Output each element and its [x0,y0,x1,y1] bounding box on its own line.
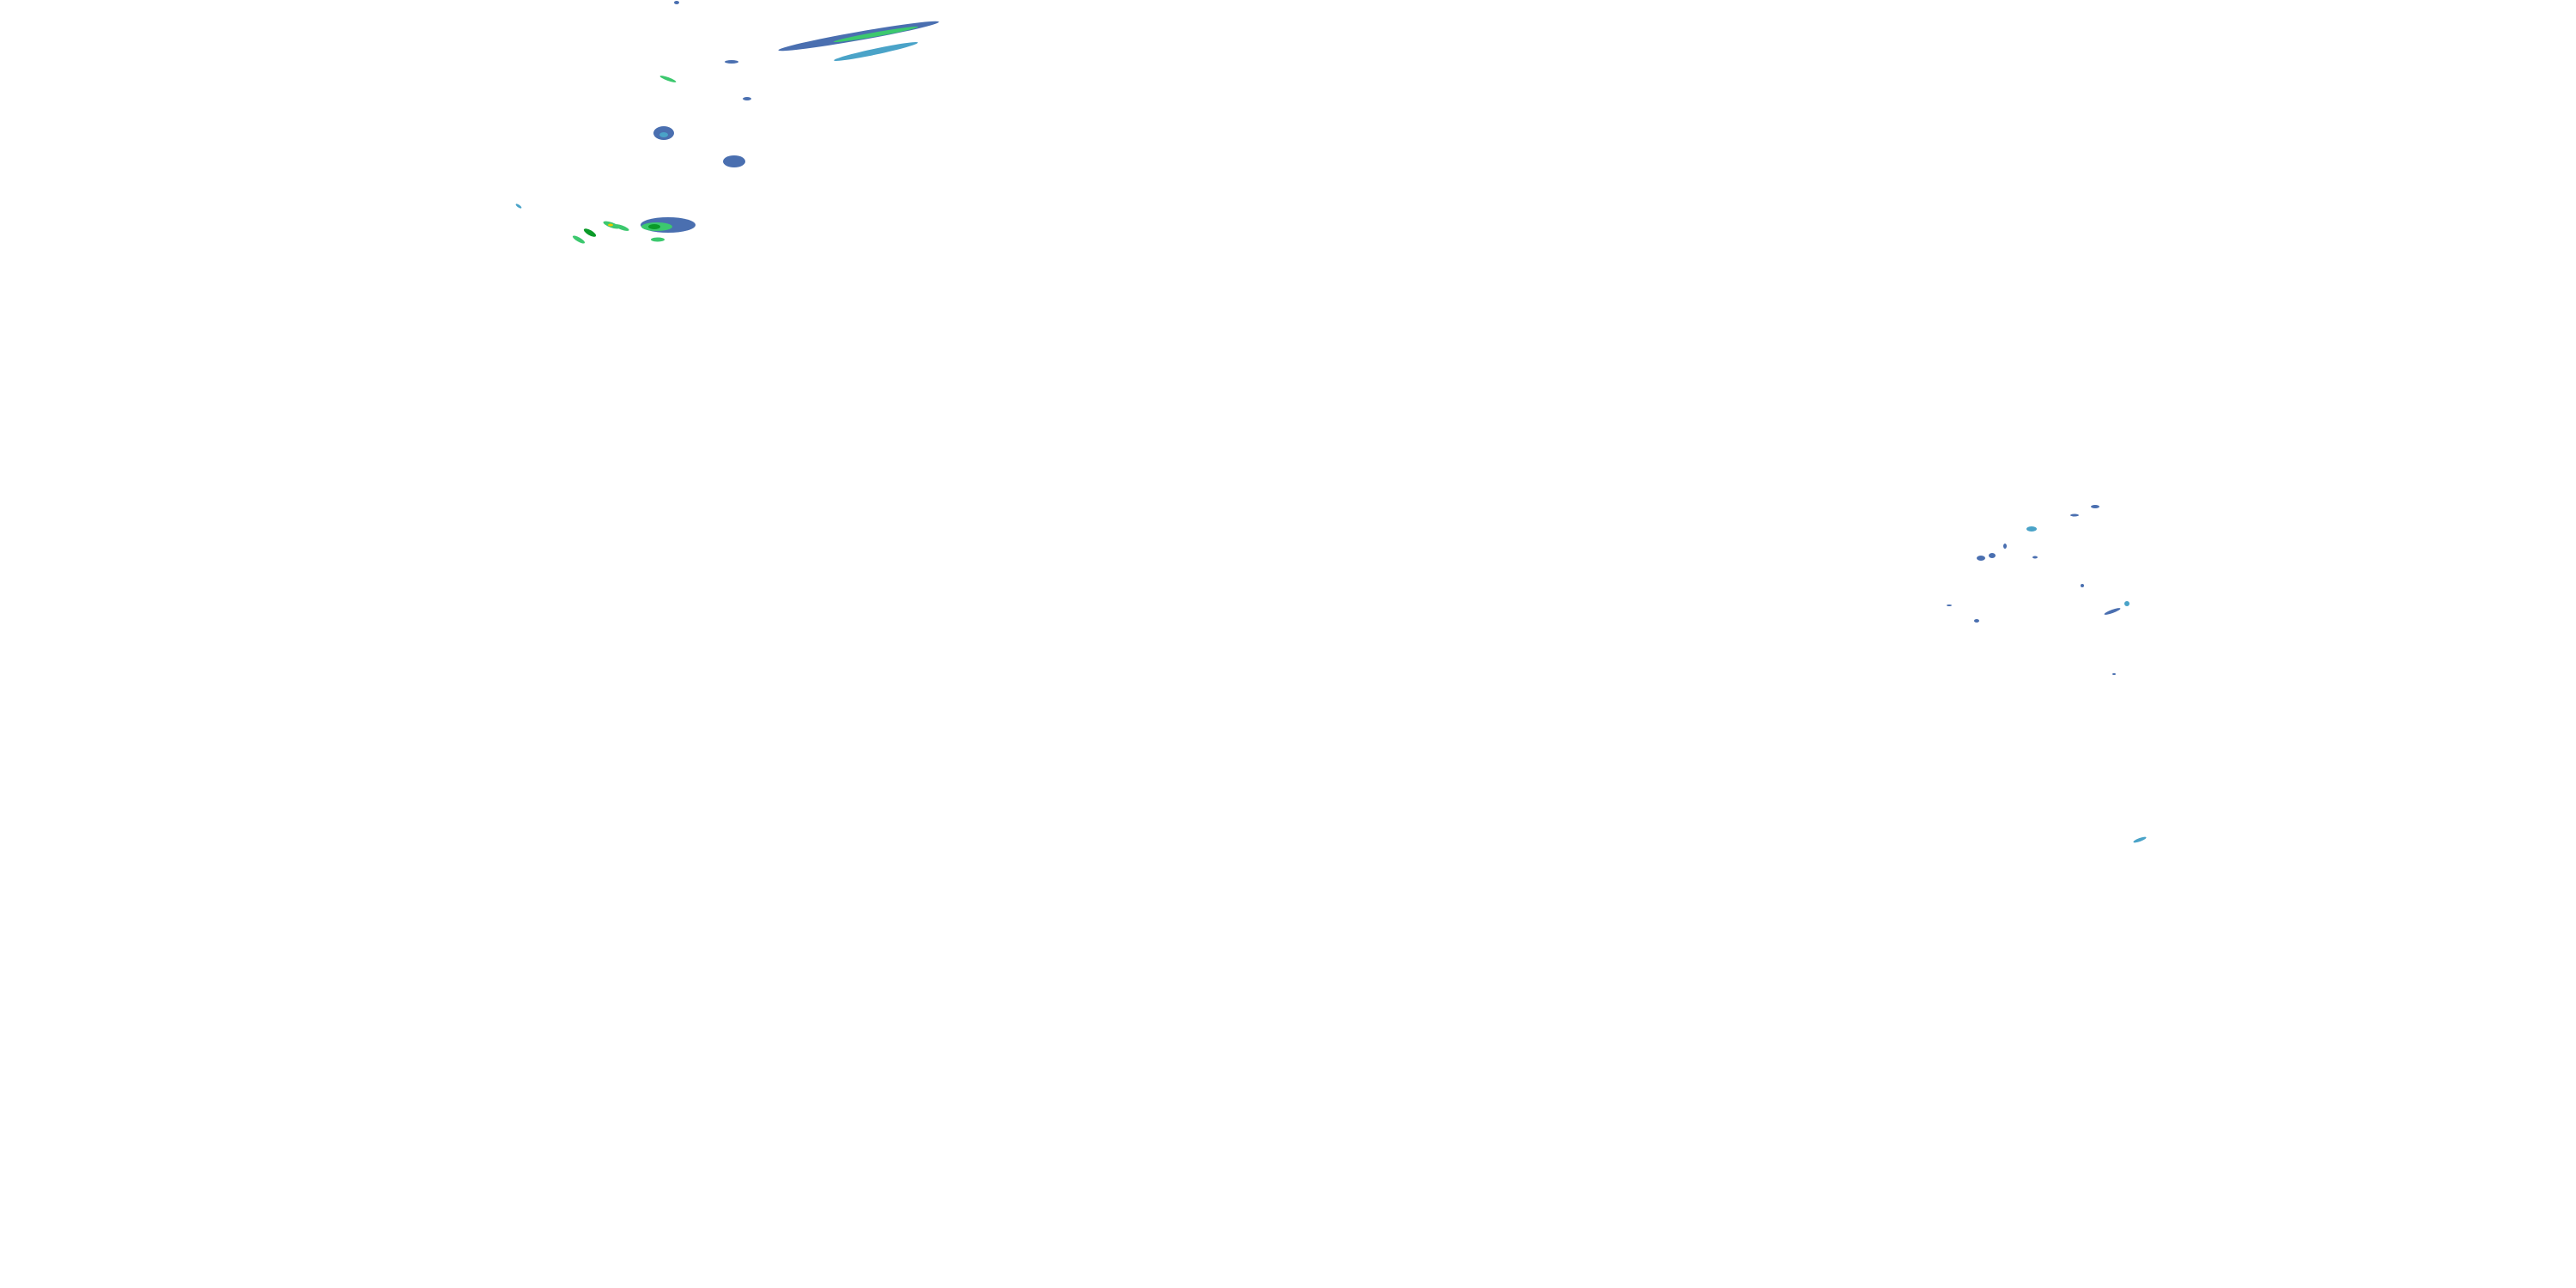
echo-cell [743,97,751,100]
echo-cell [659,132,668,137]
echo-cell [1947,605,1952,606]
echo-cell [2070,513,2079,517]
echo-cell [1977,556,1985,561]
echo-cell [515,204,522,209]
echo-cell-core [648,224,660,229]
echo-cell [2081,584,2084,587]
echo-band-long-core [833,26,919,43]
echo-cell [2133,836,2147,843]
echo-cluster-northwest [515,1,939,209]
echo-cell-intense [608,223,613,227]
echo-cell [2091,505,2099,508]
echo-cell [659,76,677,82]
echo-cell [572,235,586,244]
echo-cell [2026,526,2037,532]
echo-cell [2104,608,2121,615]
echo-cell [583,228,597,237]
echo-cell [614,224,629,231]
echo-cell [1989,553,1996,558]
echo-cell [2003,544,2007,549]
echo-cell [651,237,665,242]
echo-cell [723,155,745,167]
echo-cell [674,1,679,4]
echo-cell [725,60,738,64]
echo-cluster-west [572,217,696,244]
echo-cluster-east [1947,505,2147,843]
echo-band-short [834,42,918,61]
echo-cell [2124,601,2129,606]
echo-cell [1974,619,1979,623]
echo-cell [2032,556,2038,559]
echo-cell [2112,673,2116,675]
